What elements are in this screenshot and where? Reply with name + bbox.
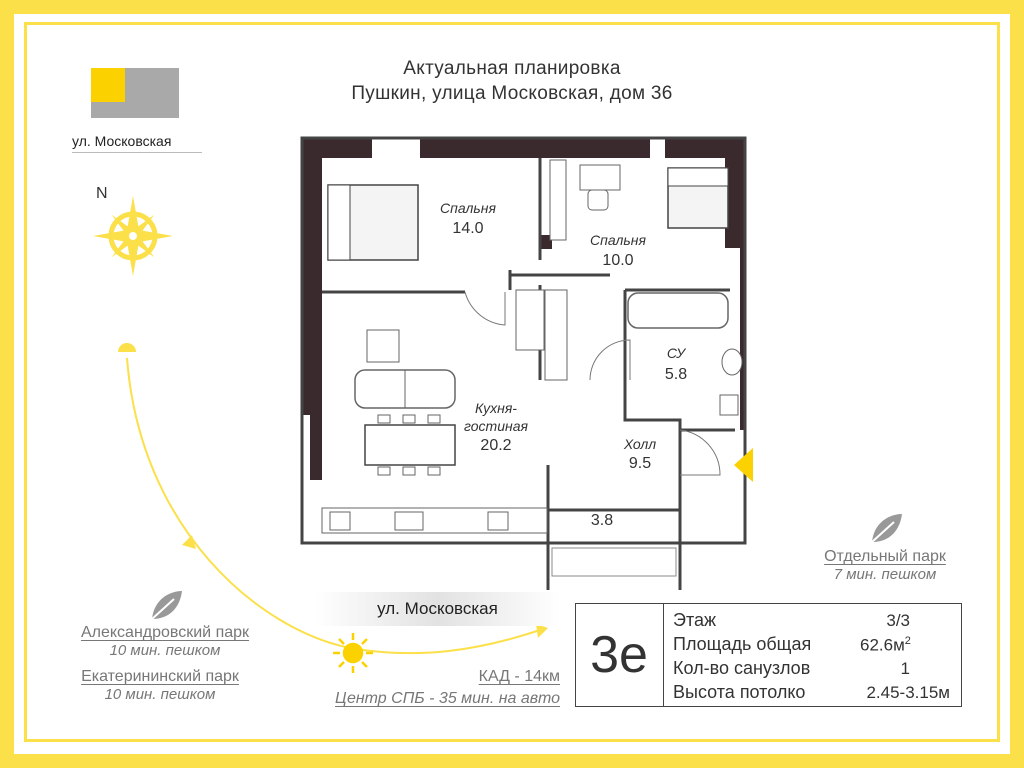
room-name-bedroom1: Спальня bbox=[440, 200, 496, 216]
street-line-top bbox=[72, 152, 202, 153]
room-area-bath: 5.8 bbox=[664, 366, 688, 383]
compass-north-label: N bbox=[96, 185, 108, 202]
bath-count-label: Кол-во санузлов bbox=[673, 658, 811, 678]
room-area-kitchen: 20.2 bbox=[480, 437, 512, 454]
park-alexandrovsky: Александровский парк 10 мин. пешком bbox=[50, 624, 280, 659]
leaf-icon-alexandrovsky bbox=[151, 591, 182, 620]
apartment-type: 3е bbox=[575, 603, 664, 707]
park-alexandrovsky-name: Александровский парк bbox=[80, 624, 250, 641]
floor-label: Этаж bbox=[673, 610, 717, 630]
room-name-hall: Холл bbox=[623, 436, 657, 452]
room-name-bath: СУ bbox=[666, 345, 686, 361]
sun-path bbox=[118, 343, 548, 655]
area-unit-sup: 2 bbox=[904, 635, 911, 647]
info-table bbox=[575, 603, 962, 707]
street-label-top: ул. Московская bbox=[72, 133, 172, 149]
location-logo-yellow bbox=[91, 68, 125, 102]
distance-kad: КАД - 14км bbox=[400, 668, 560, 686]
inner-border bbox=[24, 22, 1000, 742]
compass-icon: N bbox=[93, 185, 173, 276]
room-area-balcony: 3.8 bbox=[590, 512, 614, 529]
plan-title: Актуальная планировка bbox=[403, 58, 621, 79]
room-name-kitchen-line2: гостиная bbox=[464, 418, 528, 434]
bath-count-value: 1 bbox=[900, 659, 910, 678]
park-separate-time: 7 мин. пешком bbox=[833, 566, 937, 583]
park-separate-name: Отдельный парк bbox=[824, 548, 946, 565]
room-area-bedroom2: 10.0 bbox=[602, 252, 634, 269]
park-ekaterininsky-name: Екатерининский парк bbox=[81, 668, 239, 685]
street-label-bottom-box: ул. Московская bbox=[315, 592, 560, 626]
room-name-kitchen-line1: Кухня- bbox=[475, 400, 517, 416]
distance-kad-text: КАД - 14км bbox=[478, 668, 560, 685]
ceiling-value: 2.45-3.15м bbox=[866, 683, 950, 702]
room-name-bedroom2: Спальня bbox=[590, 232, 646, 248]
area-label: Площадь общая bbox=[673, 634, 812, 654]
walls bbox=[302, 138, 745, 480]
room-area-hall: 9.5 bbox=[628, 455, 652, 472]
floor-plan bbox=[300, 136, 753, 590]
plan-address: Пушкин, улица Московская, дом 36 bbox=[351, 83, 673, 104]
area-value-number: 62.6м bbox=[860, 635, 905, 655]
ceiling-label: Высота потолко bbox=[673, 682, 806, 702]
street-label-bottom: ул. Московская bbox=[377, 599, 498, 618]
park-ekaterininsky: Екатерининский парк 10 мин. пешком bbox=[45, 668, 275, 703]
leaf-icon-separate bbox=[871, 514, 902, 543]
park-ekaterininsky-time: 10 мин. пешком bbox=[104, 686, 216, 703]
distance-center: Центр СПБ - 35 мин. на авто bbox=[290, 690, 560, 708]
park-alexandrovsky-time: 10 мин. пешком bbox=[109, 642, 221, 659]
park-separate: Отдельный парк 7 мин. пешком bbox=[795, 548, 975, 583]
distance-center-text: Центр СПБ - 35 мин. на авто bbox=[334, 690, 560, 707]
room-area-bedroom1: 14.0 bbox=[452, 220, 484, 237]
floor-value: 3/3 bbox=[886, 611, 910, 630]
area-value: 62.6м2 bbox=[860, 635, 950, 656]
sun-icon bbox=[333, 633, 373, 673]
